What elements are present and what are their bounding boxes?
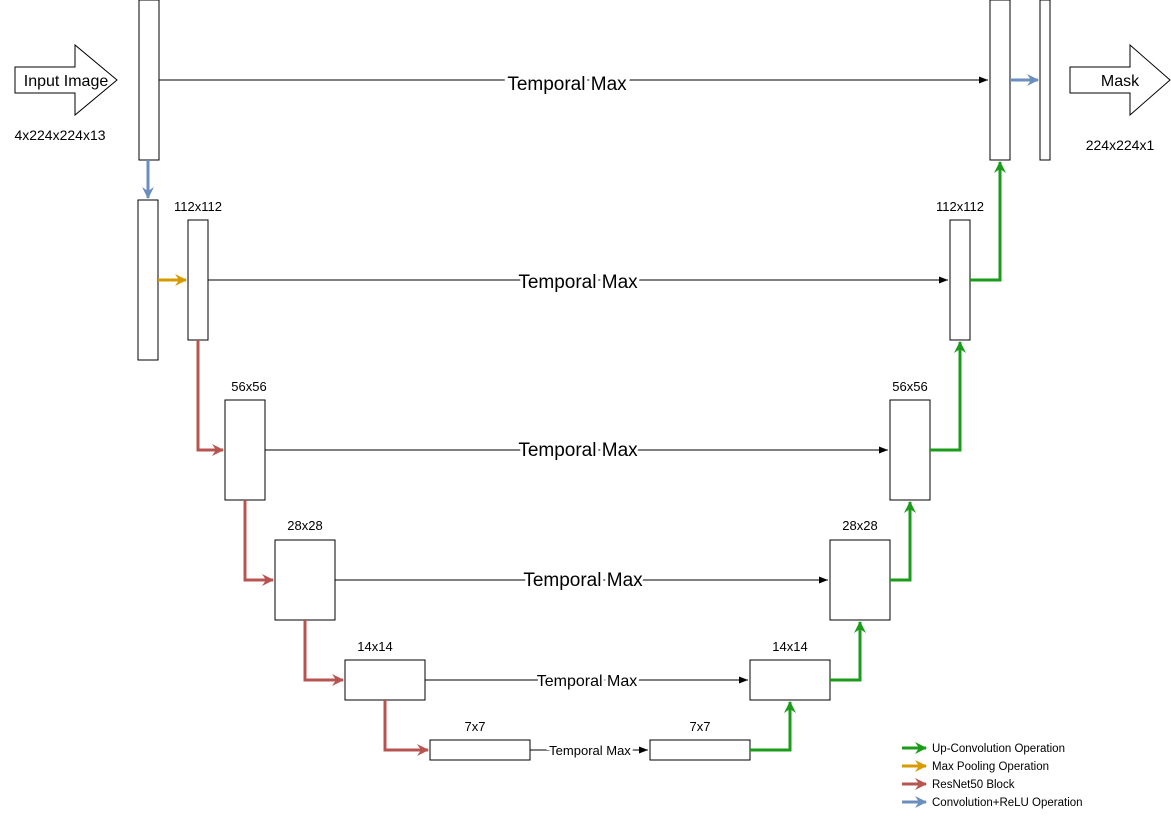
skip-label-112: Temporal Max [518,272,638,293]
size-label-enc-112: 112x112 [174,199,222,214]
legend-label-upconv: Up-Convolution Operation [932,743,1065,755]
decoder-block-final [1039,0,1051,161]
legend-item-maxpool: Max Pooling Operation [902,760,1049,773]
input-arrow-shape [14,43,118,117]
resnet-arrow-4 [383,700,429,756]
encoder-block-7 [429,739,531,761]
resnet-arrow-2 [243,500,274,586]
upconv-arrow-3 [890,501,916,582]
encoder-block-56 [224,399,266,501]
skip-label-7: Temporal Max [549,743,631,758]
output-dims: 224x224x1 [1086,137,1155,153]
decoder-block-7 [649,739,751,761]
size-label-dec-14: 14x14 [772,639,807,654]
legend-item-resnet: ResNet50 Block [902,778,1015,791]
upconv-arrow-4 [930,341,966,452]
legend-label-maxpool: Max Pooling Operation [932,761,1049,773]
legend-item-convrelu: Convolution+ReLU Operation [902,796,1083,809]
skip-label-28: Temporal Max [523,570,643,591]
size-label-enc-28: 28x28 [287,518,322,533]
size-label-enc-56: 56x56 [231,379,266,394]
input-label: Input Image [24,73,109,90]
decoder-block-224 [989,0,1011,161]
legend-label-resnet: ResNet50 Block [932,779,1015,791]
size-label-dec-112: 112x112 [936,199,984,214]
size-label-dec-7: 7x7 [690,719,711,734]
upconv-arrow-5 [970,161,1006,282]
size-label-dec-28: 28x28 [842,518,877,533]
decoder-block-14 [749,659,831,701]
decoder-block-28 [829,539,891,621]
output-arrow-shape [1069,43,1171,117]
skip-label-224: Temporal Max [507,74,627,95]
size-label-dec-56: 56x56 [892,379,927,394]
resnet-arrow-1 [196,340,224,456]
upconv-arrow-1 [750,701,796,752]
size-label-enc-7: 7x7 [465,719,486,734]
decoder-block-112 [949,219,971,341]
size-label-enc-14: 14x14 [357,639,392,654]
input-dims: 4x224x224x13 [14,127,105,143]
encoder-block-14 [344,659,426,701]
encoder-block-112 [187,219,209,341]
upconv-arrow-2 [830,621,866,682]
legend-label-convrelu: Convolution+ReLU Operation [932,797,1083,809]
skip-label-14: Temporal Max [537,673,637,690]
output-label: Mask [1101,73,1140,90]
skip-label-56: Temporal Max [518,440,638,461]
encoder-block-28 [274,539,336,621]
legend-item-upconv: Up-Convolution Operation [902,742,1065,755]
encoder-block-input [138,0,160,161]
resnet-arrow-3 [303,620,344,686]
decoder-block-56 [889,399,931,501]
encoder-block-conv [137,199,159,361]
legend: Up-Convolution Operation Max Pooling Ope… [902,742,1083,809]
